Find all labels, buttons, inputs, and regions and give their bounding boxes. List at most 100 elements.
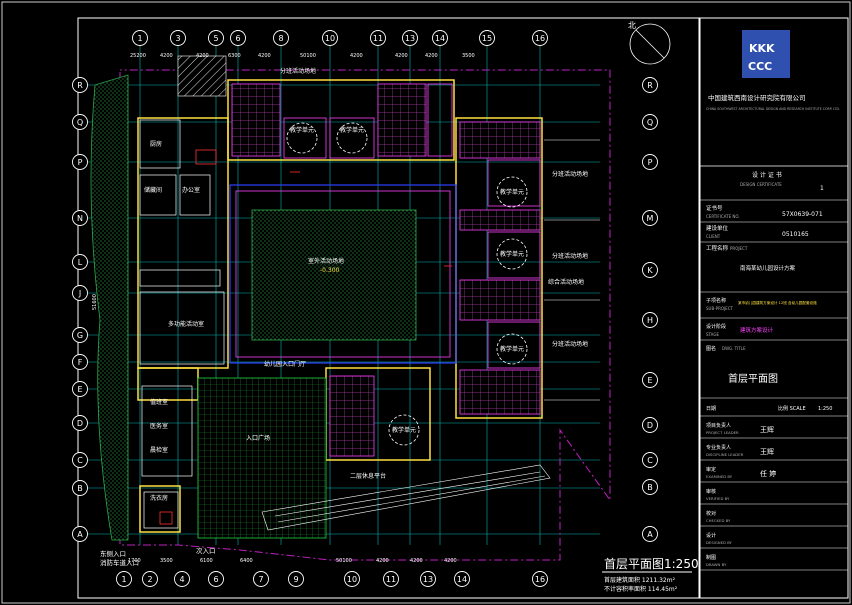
- dimension-top: 6300: [228, 53, 241, 59]
- grid-bubble-top: 14: [432, 30, 448, 46]
- dimension-top: 4200: [196, 53, 209, 59]
- grid-bubble-top: 3: [170, 30, 186, 46]
- grid-label-right: P: [648, 158, 653, 167]
- label-activity-d: 分班活动场地: [280, 67, 316, 75]
- grid-bubble-right: E: [642, 372, 658, 388]
- grid-bubble-right: H: [642, 312, 658, 328]
- east-activity-stripes: [544, 139, 600, 401]
- grid-label-top: 10: [325, 34, 335, 43]
- label-unit-a: 教学单元: [290, 126, 314, 134]
- date-label: 日期: [706, 406, 716, 412]
- grid-bubble-right: Q: [642, 114, 658, 130]
- label-unit-f: 教学单元: [392, 426, 416, 434]
- label-office: 办公室: [182, 186, 200, 194]
- dimension-top: 50100: [300, 53, 316, 59]
- grid-label-top: 1: [137, 34, 142, 43]
- west-block-rooms: [139, 119, 225, 529]
- grid-label-right: R: [647, 81, 653, 90]
- grid-label-right: B: [647, 483, 653, 492]
- grid-label-bottom: 6: [213, 575, 218, 584]
- grid-bubble-top: 13: [402, 30, 418, 46]
- grid-bubble-left: B: [72, 480, 88, 496]
- grid-label-left: R: [77, 81, 83, 90]
- label-unit-e: 教学单元: [500, 345, 524, 353]
- grid-label-right: C: [647, 456, 653, 465]
- grid-label-right: A: [647, 530, 653, 539]
- field2-value: 57X0639-071: [782, 211, 823, 218]
- role-cn: 项目负责人: [706, 422, 731, 429]
- dimension-bottom: 4200: [410, 558, 423, 564]
- dimension-top: 3500: [462, 53, 475, 59]
- label-court: 室外活动场地: [308, 257, 344, 265]
- grid-label-left: C: [77, 456, 83, 465]
- grid-label-top: 13: [405, 34, 415, 43]
- stair-hatch: [177, 55, 227, 97]
- grid-bubble-top: 5: [208, 30, 224, 46]
- project-value: 南海某幼儿园设计方案: [740, 264, 796, 272]
- role-en: VERIFIED BY: [706, 496, 730, 501]
- grid-bubble-top: 6: [230, 30, 246, 46]
- grid-bubble-bottom: 7: [253, 571, 269, 587]
- teaching-unit-circle-3: [496, 176, 528, 208]
- grid-bubble-right: C: [642, 452, 658, 468]
- role-en: DISCIPLINE LEADER: [706, 452, 744, 457]
- grid-label-bottom: 10: [347, 575, 357, 584]
- grid-label-bottom: 11: [386, 575, 396, 584]
- label-fire-lane: 消防车道入口: [100, 558, 139, 567]
- field3-value: 0510165: [782, 231, 809, 238]
- label-duty: 值班室: [150, 398, 168, 406]
- grid-bubble-right: A: [642, 526, 658, 542]
- grid-label-top: 3: [175, 34, 180, 43]
- grid-bubble-bottom: 9: [288, 571, 304, 587]
- label-medical: 医务室: [150, 422, 168, 430]
- teaching-unit-circle-4: [496, 238, 528, 270]
- role-name: 王辉: [760, 426, 774, 434]
- field1-label: 设 计 证 书: [752, 171, 782, 179]
- teaching-unit-circle-6: [388, 414, 420, 446]
- dimension-bottom: 4200: [376, 558, 389, 564]
- grid-bubble-top: 10: [322, 30, 338, 46]
- dimension-top: 4200: [350, 53, 363, 59]
- label-east-entrance: 东侧入口: [100, 549, 126, 558]
- dimension-bottom: 3500: [160, 558, 173, 564]
- room-labels: 室外活动场地 -0.300 幼儿园入口门厅 入口广场 教学单元 教学单元 教学单…: [144, 67, 588, 502]
- grid-bubble-bottom: 16: [532, 571, 548, 587]
- stairs-red: [159, 149, 452, 525]
- role-cn: 设计: [706, 532, 716, 539]
- field1-label-en: DESIGN CERTIFICATE: [740, 182, 782, 187]
- dwg-title-value: 首层平面图: [728, 372, 778, 385]
- dimension-top: 4200: [395, 53, 408, 59]
- south-ramp: [261, 464, 551, 531]
- project-label: 工程名称: [706, 244, 729, 252]
- grid-bubble-left: A: [72, 526, 88, 542]
- grid-label-bottom: 16: [535, 575, 545, 584]
- label-wash: 洗衣房: [150, 494, 168, 502]
- grid-bubble-left: G: [72, 327, 88, 343]
- green-planting-west: [90, 74, 129, 541]
- grid-bubble-bottom: 1: [116, 571, 132, 587]
- label-stair-platform: 二层休息平台: [350, 472, 386, 480]
- grid-bubble-right: K: [642, 262, 658, 278]
- label-kitchen: 厨房: [150, 140, 162, 148]
- grid-bubble-left: Q: [72, 114, 88, 130]
- grid-label-bottom: 1: [121, 575, 126, 584]
- grid-bubble-bottom: 6: [208, 571, 224, 587]
- grid-bubble-right: R: [642, 77, 658, 93]
- scale-label: 比例 SCALE: [778, 405, 806, 412]
- label-unit-b: 教学单元: [340, 126, 364, 134]
- dimension-bottom: 1700: [128, 558, 141, 564]
- grid-label-bottom: 2: [147, 575, 152, 584]
- subitem-label-en: SUB-PROJECT: [706, 306, 733, 311]
- grid-label-top: 15: [482, 34, 492, 43]
- teaching-unit-circle-1: [286, 122, 318, 154]
- grid-label-left: G: [77, 331, 83, 340]
- entry-plaza: [197, 377, 327, 539]
- field3-label-en: CLIENT: [706, 234, 721, 239]
- grid-label-bottom: 9: [293, 575, 298, 584]
- logo-bottom: CCC: [748, 60, 772, 73]
- drawing-frame: [77, 17, 700, 599]
- label-entry-plaza: 入口广场: [246, 434, 270, 442]
- north-arrow: 北: [628, 21, 671, 65]
